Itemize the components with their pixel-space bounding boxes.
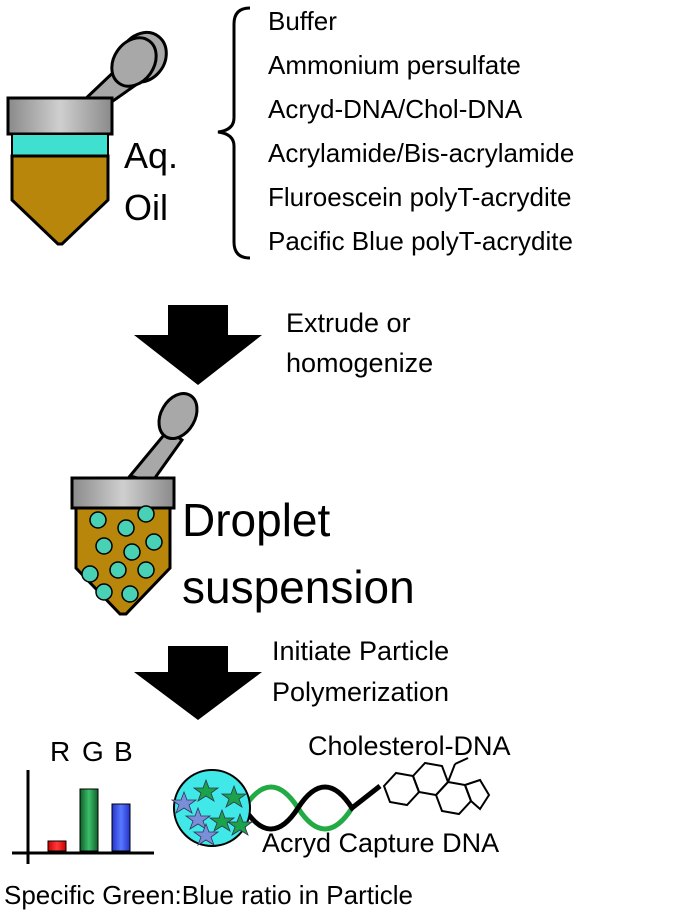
step1-arrow xyxy=(134,305,262,385)
step2-label-line1: Initiate Particle xyxy=(272,636,450,666)
droplet xyxy=(137,505,155,523)
step1-label-line1: Extrude or xyxy=(286,308,411,338)
bar-r xyxy=(47,840,67,852)
steroid-ring-d xyxy=(463,778,491,811)
green-star xyxy=(208,808,236,832)
step2-label-line2: Polymerization xyxy=(272,677,450,707)
droplet-tube xyxy=(70,392,199,616)
droplet-label-line2: suspension xyxy=(182,561,415,613)
droplet xyxy=(117,519,135,537)
droplet xyxy=(145,533,163,551)
droplet-tube-cap xyxy=(70,476,176,510)
steroid-ring-b xyxy=(411,761,450,797)
chart-category-g: G xyxy=(82,736,104,767)
droplet xyxy=(109,561,127,579)
cholesterol-dna-label: Cholesterol-DNA xyxy=(308,731,511,761)
cholesterol-structure xyxy=(382,757,491,816)
particle-stars xyxy=(170,778,254,846)
reagent-bracket xyxy=(217,6,251,260)
reagent-item: Pacific Blue polyT-acrydite xyxy=(268,226,573,256)
reagent-item: Ammonium persulfate xyxy=(268,50,521,80)
reagent-item: Buffer xyxy=(268,6,337,36)
rgb-bar-chart xyxy=(12,770,154,864)
green-star xyxy=(192,778,220,802)
blue-star xyxy=(170,790,198,814)
step1-label-line2: homogenize xyxy=(286,348,434,378)
droplet xyxy=(95,583,113,601)
steroid-chain xyxy=(447,763,456,783)
bar-b xyxy=(111,803,131,852)
chart-category-b: B xyxy=(114,736,133,767)
oil-label: Oil xyxy=(124,187,168,228)
dna-strand-black xyxy=(241,784,382,832)
blue-star xyxy=(184,806,212,830)
aq-label: Aq. xyxy=(124,135,179,176)
reagent-item: Fluroescein polyT-acrydite xyxy=(268,182,572,212)
bar-g xyxy=(79,788,99,852)
reagent-item: Acrylamide/Bis-acrylamide xyxy=(268,138,575,168)
droplet xyxy=(121,585,139,603)
blue-star xyxy=(192,822,220,846)
top-tube-oil xyxy=(10,154,110,246)
droplet xyxy=(123,543,141,561)
reagent-item: Acryd-DNA/Chol-DNA xyxy=(268,94,523,124)
particle xyxy=(170,769,382,847)
step2-arrow xyxy=(134,646,262,720)
top-tube-cap xyxy=(6,96,114,136)
top-tube-lid-cap xyxy=(110,36,158,88)
chart-category-r: R xyxy=(50,736,71,767)
steroid-chain xyxy=(454,757,469,765)
droplet xyxy=(95,537,113,555)
green-star xyxy=(226,812,254,836)
top-tube xyxy=(6,31,168,246)
droplet-tube-lid-cap xyxy=(157,392,199,440)
acryd-capture-dna-label: Acryd Capture DNA xyxy=(262,828,500,858)
droplet-label-line1: Droplet xyxy=(182,494,331,546)
droplet xyxy=(81,565,99,583)
droplet xyxy=(137,561,155,579)
figure-caption: Specific Green:Blue ratio in Particle xyxy=(4,880,413,910)
green-star xyxy=(220,784,248,808)
top-tube-aqueous xyxy=(11,133,109,157)
droplet xyxy=(89,511,107,529)
droplets xyxy=(81,505,163,603)
